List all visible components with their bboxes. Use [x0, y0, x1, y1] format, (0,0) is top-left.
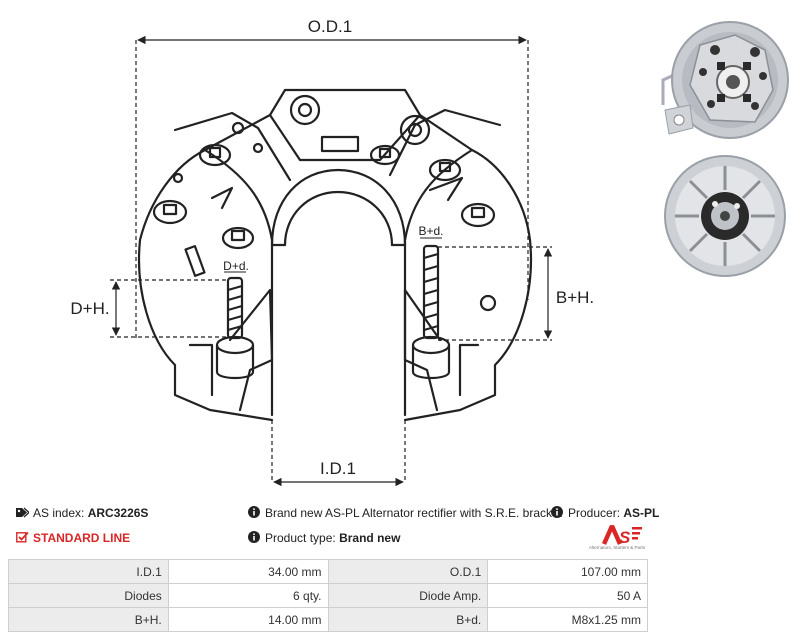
description-row: Brand new AS-PL Alternator rectifier wit…	[248, 505, 562, 522]
spec-label: Diode Amp.	[327, 583, 489, 608]
product-photo-back	[655, 150, 795, 278]
svg-text:S: S	[619, 528, 631, 546]
product-type-label: Product type:	[265, 531, 336, 545]
spec-value: 34.00 mm	[167, 559, 329, 584]
dim-id-label: I.D.1	[320, 459, 356, 478]
info-icon	[248, 530, 262, 547]
dim-bd-label: B+d.	[418, 224, 443, 238]
spec-label: Diodes	[8, 583, 169, 608]
info-icon	[551, 505, 565, 522]
spec-label: I.D.1	[8, 559, 169, 584]
producer-value: AS-PL	[623, 506, 660, 520]
checkbox-checked-icon	[16, 531, 30, 547]
product-type-value: Brand new	[339, 531, 401, 545]
tag-icon	[16, 506, 30, 522]
spec-label: O.D.1	[327, 559, 489, 584]
as-index-value: ARC3226S	[87, 506, 149, 520]
spec-value: M8x1.25 mm	[487, 607, 648, 632]
as-index-row: AS index: ARC3226S	[16, 505, 148, 522]
spec-label: B+d.	[327, 607, 489, 632]
info-icon	[248, 505, 262, 522]
spec-value: 6 qty.	[167, 583, 329, 608]
standard-line-label: STANDARD LINE	[33, 531, 131, 545]
brand-tagline: Alternators, Starters & Parts	[588, 545, 646, 550]
dim-od-label: O.D.1	[308, 17, 352, 36]
spec-value: 50 A	[487, 583, 648, 608]
spec-value: 107.00 mm	[487, 559, 648, 584]
dim-bh-label: B+H.	[556, 288, 594, 307]
as-index-label: AS index:	[33, 506, 85, 520]
as-brand-logo: S Alternators, Starters & Parts	[584, 524, 650, 552]
producer-row: Producer: AS-PL	[551, 505, 659, 522]
producer-label: Producer:	[568, 506, 621, 520]
dim-dh-label: D+H.	[70, 299, 109, 318]
dim-dd-label: D+d.	[223, 259, 249, 273]
description-text: Brand new AS-PL Alternator rectifier wit…	[265, 506, 563, 520]
product-photo-front	[655, 10, 795, 145]
spec-label: B+H.	[8, 607, 169, 632]
standard-line-row: STANDARD LINE	[16, 530, 130, 547]
product-type-row: Product type: Brand new	[248, 530, 400, 547]
spec-value: 14.00 mm	[167, 607, 329, 632]
rectifier-technical-drawing: O.D.1 I.D.1 D+H. B+H. D+d. B+d.	[70, 17, 594, 487]
